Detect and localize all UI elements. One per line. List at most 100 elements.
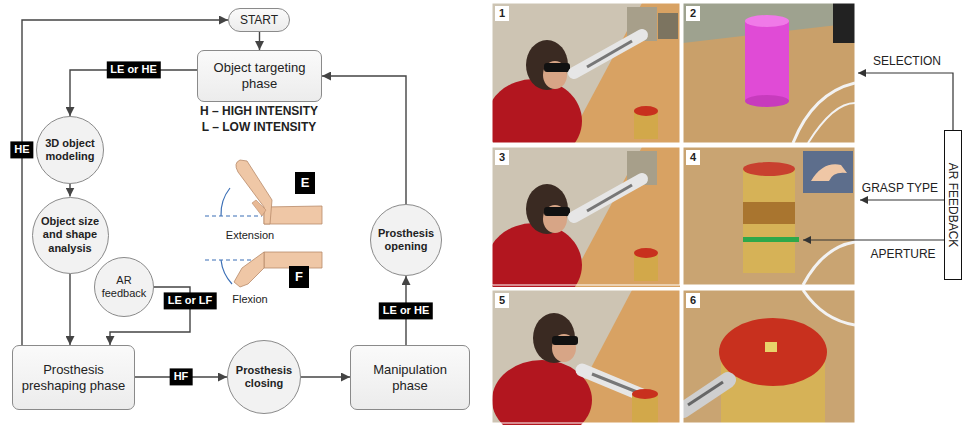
phase-box: Prosthesis preshaping phase [12,345,135,410]
prosthesis-frame [688,382,723,405]
circle-shape [32,197,108,273]
prosthesis [574,35,642,73]
gesture-caption: Extension [226,229,274,242]
process-circle: Prosthesis opening [370,204,442,276]
node-text: START [240,13,278,27]
edge-label: LE or HE [379,302,433,319]
wall [683,3,855,143]
photo-number: 6 [686,293,700,308]
cable [803,242,855,285]
edge-label: HF [170,368,193,385]
photo-number: 4 [686,150,700,165]
can-lid [634,106,658,116]
palm [236,160,272,224]
phase-box: Object targeting phase [197,50,322,102]
cable [803,290,855,325]
extension-hand [205,160,322,224]
photo-number: 2 [686,6,700,21]
node-text: Prosthesis opening [376,227,435,253]
laptop [833,3,855,43]
goggles [544,63,570,72]
cable [808,103,855,143]
edge-label: LE or HE [106,61,160,78]
photo-frames [492,3,855,423]
sweater [492,223,582,287]
photo-number: 5 [495,293,509,308]
node-text: Prosthesis closing [234,364,295,390]
selected-object [745,21,789,101]
device [658,13,678,39]
flow-connector [259,32,260,50]
photo-panel [683,290,855,423]
node-text: Object targeting phase [204,60,315,91]
feedback-label: SELECTION [873,54,941,68]
photo-panel [683,147,855,285]
sweater [492,79,582,143]
flow-connector [301,376,350,377]
feedback-circle: AR feedback [94,257,154,317]
node-text: Object size and shape analysis [38,215,101,255]
leader-line [803,239,944,240]
process-circle: Prosthesis closing [227,340,301,414]
node-text: Prosthesis preshaping phase [19,362,128,393]
reference-line [205,215,262,216]
photo-frame [492,290,680,423]
legend-text: L – LOW INTENSITY [202,120,316,134]
flexion-hand [205,252,322,287]
circle-shape [95,258,154,317]
gesture-caption: Flexion [232,293,267,306]
feedback-leaders [803,73,953,240]
goggles [544,207,570,216]
grasp-inset [803,151,853,193]
legend-text: H – HIGH INTENSITY [200,104,318,118]
can [743,169,795,273]
prosthesis-frame [592,374,637,392]
photo-panel [492,147,680,287]
photo-panel [492,290,680,425]
selected-object-base [745,95,789,107]
process-circle: 3D object modeling [36,116,104,184]
table [683,290,855,423]
flow-connector [69,274,70,346]
photo-panel [492,3,680,143]
prosthesis [574,179,642,217]
feedback-box: AR FEEDBACK [944,130,962,280]
photo-panel [683,3,855,143]
can-lid [632,389,658,399]
photo-frame [492,3,680,143]
node-text: AR FEEDBACK [946,163,960,248]
table [683,147,855,285]
gesture-tag: F [289,266,309,288]
table [567,3,680,143]
photo-frame [492,147,680,285]
can-lid [743,162,795,176]
aperture-bar [743,237,799,242]
edge-label: LE or LF [164,292,217,309]
inset-hand [811,164,847,181]
can-label [743,202,795,224]
prosthesis [683,380,728,410]
photo-frame [683,3,855,143]
node-text: F [295,269,303,285]
angle-arc [221,260,232,284]
gesture-tag: E [295,172,315,194]
node-text: AR feedback [99,274,148,300]
flow-connector [69,184,70,197]
selected-object-top [745,15,789,27]
process-circle: Object size and shape analysis [32,197,109,274]
leader-line [858,73,953,130]
phase-box: Manipulation phase [350,345,470,410]
lid-tag [765,342,777,352]
photo-frame [683,290,855,423]
edge-label: HE [10,141,33,158]
palm [234,252,264,287]
circle-shape [37,117,104,184]
prosthesis [582,370,642,395]
thumb [252,200,266,216]
prosthesis-frame [587,185,632,211]
angle-arc [221,188,230,216]
node-text: E [301,175,310,191]
goggles [552,336,578,345]
photo-number: 3 [495,150,509,165]
